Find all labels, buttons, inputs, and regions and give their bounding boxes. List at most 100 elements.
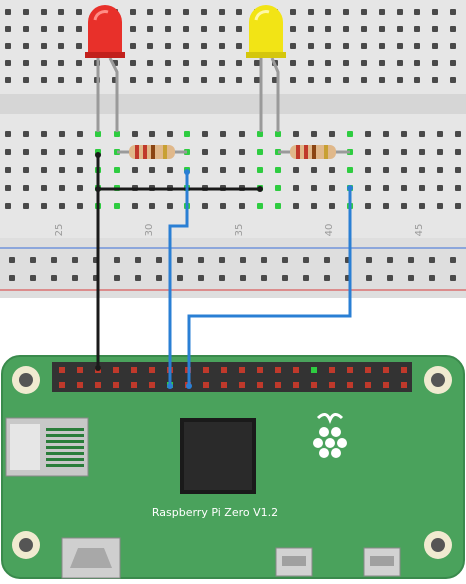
breadboard-hole [275,131,281,137]
breadboard-hole [293,167,299,173]
breadboard-hole [329,131,335,137]
rail-hole [177,275,183,281]
sd-contact [46,440,84,443]
breadboard-hole [275,185,281,191]
breadboard-hole [311,185,317,191]
gpio-pin [401,367,407,373]
resistor-2 [278,145,350,159]
breadboard-hole [236,9,242,15]
breadboard-hole [167,203,173,209]
rail-hole [156,275,162,281]
breadboard-hole [236,26,242,32]
breadboard-hole [347,167,353,173]
gpio-pin [347,367,353,373]
rail-hole [240,275,246,281]
breadboard-hole [132,203,138,209]
breadboard-hole [401,131,407,137]
breadboard-hole [257,167,263,173]
breadboard-hole [432,9,438,15]
gpio-pin [311,382,317,388]
breadboard-hole [167,167,173,173]
gpio-pin [221,367,227,373]
breadboard-hole [257,203,263,209]
column-label: 35 [234,224,245,237]
breadboard-hole [308,60,314,66]
gpio-pin [203,367,209,373]
rail-hole [303,257,309,263]
breadboard-hole [308,9,314,15]
breadboard-center-channel [0,94,466,114]
breadboard-hole [132,131,138,137]
gpio-pin [383,367,389,373]
breadboard-hole [23,131,29,137]
breadboard-hole [114,203,120,209]
breadboard-hole [290,60,296,66]
breadboard-hole [147,9,153,15]
breadboard-hole [41,185,47,191]
breadboard-hole [379,60,385,66]
breadboard-hole [361,77,367,83]
breadboard-hole [220,149,226,155]
breadboard-hole [437,185,443,191]
breadboard-hole [23,77,29,83]
breadboard-hole [414,9,420,15]
breadboard-hole [379,26,385,32]
mini-hdmi-port [61,537,121,579]
breadboard-hole [365,167,371,173]
breadboard-hole [220,131,226,137]
breadboard-hole [275,203,281,209]
rail-hole [450,257,456,263]
breadboard-hole [437,131,443,137]
breadboard-hole [239,131,245,137]
breadboard-hole [308,26,314,32]
gpio-header [52,362,412,392]
breadboard-hole [432,43,438,49]
rail-hole [282,257,288,263]
sd-contact [46,428,84,431]
breadboard-hole [114,131,120,137]
rail-hole [114,275,120,281]
breadboard-hole [325,60,331,66]
breadboard-hole [147,26,153,32]
breadboard-hole [130,9,136,15]
breadboard-hole [76,43,82,49]
breadboard-hole [347,131,353,137]
gpio-pin [347,382,353,388]
breadboard-hole [450,60,456,66]
rail-hole [219,257,225,263]
gpio-pin [131,367,137,373]
breadboard-hole [311,167,317,173]
breadboard-hole [419,185,425,191]
gpio-pin [311,367,317,373]
breadboard-hole [361,9,367,15]
rail-hole [366,275,372,281]
breadboard-hole [149,203,155,209]
breadboard-hole [149,131,155,137]
rail-hole [72,275,78,281]
breadboard-hole [23,26,29,32]
breadboard-hole [275,167,281,173]
breadboard-hole [293,185,299,191]
yellow-led-leg-anode [270,57,280,132]
breadboard-hole [236,77,242,83]
power-rail-area [0,238,466,298]
breadboard-hole [132,167,138,173]
resistor-1 [117,145,187,159]
column-label: 30 [144,224,155,237]
breadboard-hole [361,43,367,49]
breadboard-hole [414,77,420,83]
breadboard-hole [343,43,349,49]
breadboard-hole [379,43,385,49]
breadboard-hole [383,167,389,173]
gpio-pin [293,367,299,373]
breadboard-hole [59,131,65,137]
breadboard-hole [41,26,47,32]
breadboard-hole [201,26,207,32]
breadboard-hole [59,203,65,209]
gpio-pin [365,382,371,388]
column-label: 25 [54,224,65,237]
rail-hole [198,275,204,281]
breadboard-hole [437,167,443,173]
